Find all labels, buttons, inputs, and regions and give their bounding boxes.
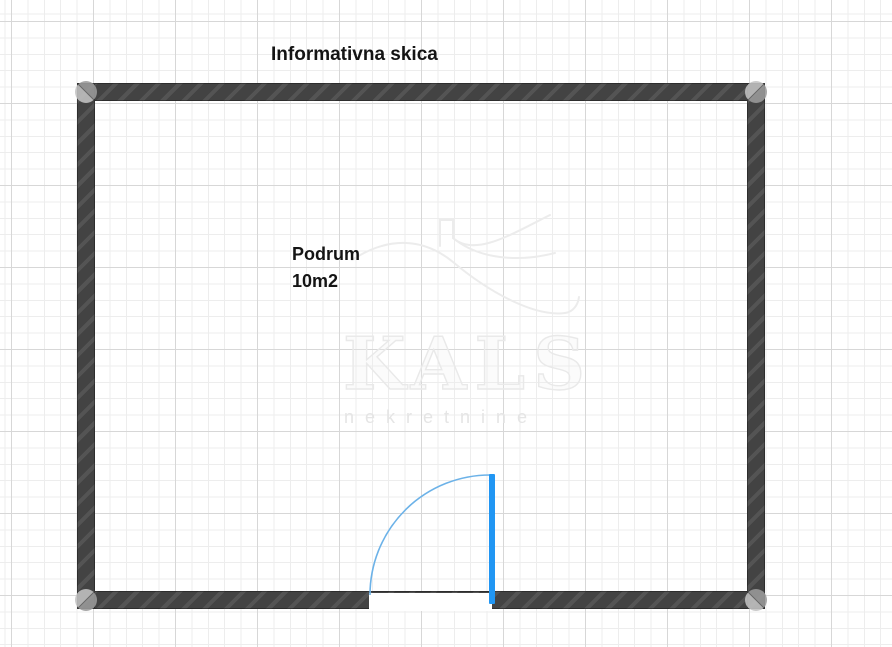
wall-left: [77, 83, 95, 609]
room-area: 10m2: [292, 271, 339, 291]
corner-joint-bottom-left: [75, 589, 97, 611]
wall-top: [77, 83, 765, 101]
wall-right: [747, 83, 765, 609]
kals-swoosh-logo-icon: [351, 214, 580, 315]
corner-joint-top-right: [745, 81, 767, 103]
sketch-title: Informativna skica: [271, 44, 438, 65]
corner-joint-bottom-right: [745, 589, 767, 611]
door-opening: [369, 593, 492, 611]
watermark-brand: KALS: [342, 321, 594, 406]
room-name: Podrum: [292, 244, 361, 264]
room-label: Podrum 10m2: [292, 241, 360, 295]
door-leaf: [489, 474, 495, 604]
corner-joint-top-left: [75, 81, 97, 103]
watermark-tagline: nekretnine: [344, 407, 539, 427]
door-swing-arc: [369, 474, 491, 596]
